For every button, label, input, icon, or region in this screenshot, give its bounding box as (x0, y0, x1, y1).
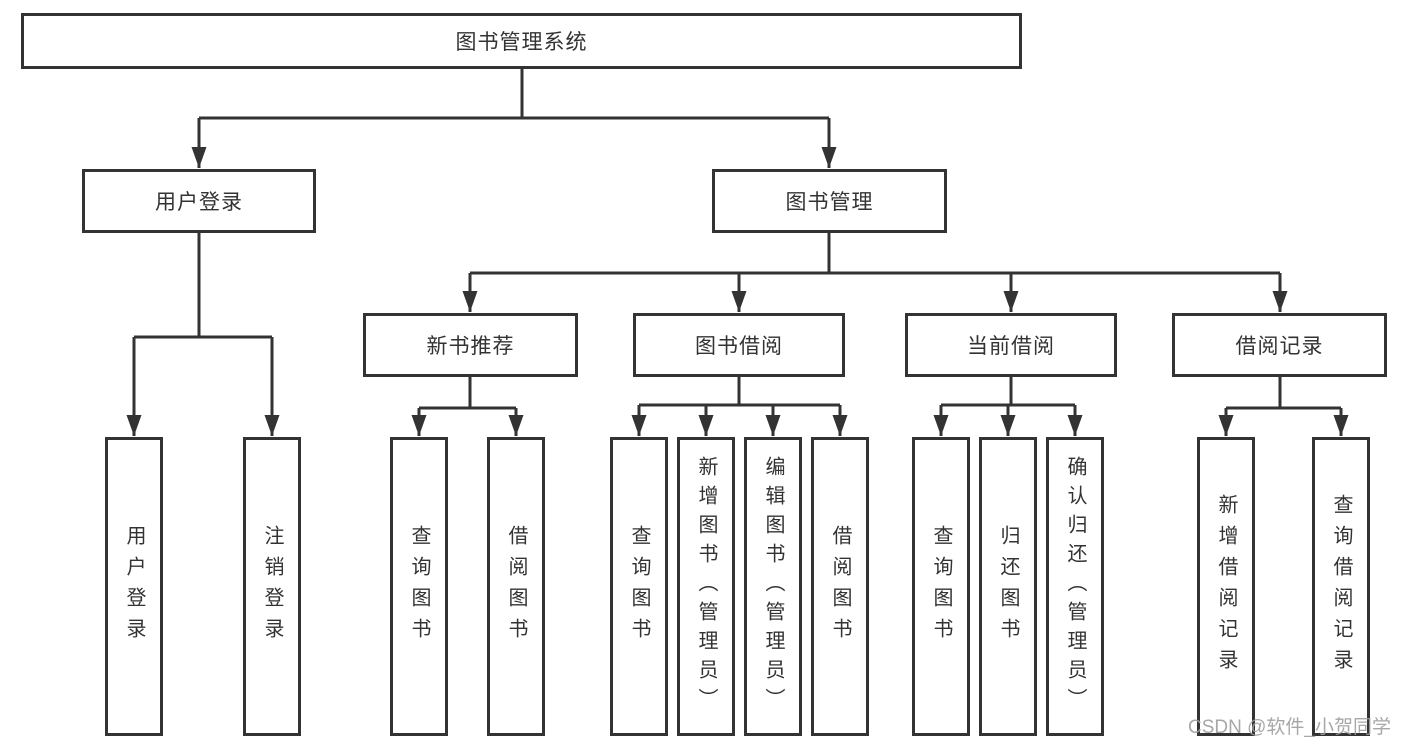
leaf-add-borrow-record: 新增借阅记录 (1197, 437, 1255, 736)
leaf-borrow-book-recommend-label: 借阅图书 (505, 524, 527, 649)
leaf-query-book-recommend: 查询图书 (390, 437, 448, 736)
connector-book-borrow-stem (639, 377, 840, 407)
leaf-query-borrow-record: 查询借阅记录 (1312, 437, 1370, 736)
node-current-borrow-label: 当前借阅 (967, 335, 1055, 358)
connector-root-stem (199, 69, 829, 120)
node-new-book-recommend-label: 新书推荐 (426, 335, 515, 358)
leaf-return-book: 归还图书 (979, 437, 1037, 736)
leaf-confirm-return-admin-label: 确认归还（管理员） (1064, 456, 1086, 717)
node-new-book-recommend: 新书推荐 (363, 313, 578, 377)
leaf-query-book-current: 查询图书 (912, 437, 970, 736)
leaf-logout: 注销登录 (243, 437, 301, 736)
node-system-root-label: 图书管理系统 (455, 31, 588, 54)
leaf-user-login-label: 用户登录 (123, 524, 145, 649)
leaf-logout-label: 注销登录 (261, 524, 283, 649)
leaf-borrow-book-recommend: 借阅图书 (487, 437, 545, 736)
leaf-add-book-admin: 新增图书（管理员） (677, 437, 735, 736)
connector-book-management-stem (470, 233, 1280, 275)
node-user-login-label: 用户登录 (155, 191, 243, 214)
csdn-watermark: CSDN @软件_小贺同学 (1188, 717, 1391, 738)
leaf-borrow-book-label: 借阅图书 (829, 524, 851, 649)
leaf-query-borrow-record-label: 查询借阅记录 (1330, 493, 1352, 680)
leaf-add-book-admin-label: 新增图书（管理员） (695, 456, 717, 717)
leaf-query-book-recommend-label: 查询图书 (408, 524, 430, 649)
leaf-user-login: 用户登录 (105, 437, 163, 736)
connector-user-login-stem (134, 233, 272, 339)
node-current-borrow: 当前借阅 (905, 313, 1117, 377)
node-user-login: 用户登录 (82, 169, 316, 233)
connector-current-borrow-stem (941, 377, 1075, 407)
node-book-management: 图书管理 (712, 169, 947, 233)
leaf-return-book-label: 归还图书 (997, 524, 1019, 649)
leaf-confirm-return-admin: 确认归还（管理员） (1046, 437, 1104, 736)
node-system-root: 图书管理系统 (21, 13, 1022, 69)
node-borrow-records-label: 借阅记录 (1235, 335, 1324, 358)
leaf-edit-book-admin-label: 编辑图书（管理员） (762, 456, 784, 717)
leaf-edit-book-admin: 编辑图书（管理员） (744, 437, 802, 736)
leaf-query-book-borrow: 查询图书 (610, 437, 668, 736)
node-book-management-label: 图书管理 (785, 191, 874, 214)
node-borrow-records: 借阅记录 (1172, 313, 1387, 377)
node-book-borrow: 图书借阅 (633, 313, 845, 377)
leaf-borrow-book: 借阅图书 (811, 437, 869, 736)
leaf-add-borrow-record-label: 新增借阅记录 (1215, 493, 1237, 680)
leaf-query-book-current-label: 查询图书 (930, 524, 952, 649)
leaf-query-book-borrow-label: 查询图书 (628, 524, 650, 649)
connector-recommend-stem (419, 377, 516, 410)
node-book-borrow-label: 图书借阅 (695, 335, 783, 358)
connector-borrow-records-stem (1226, 377, 1341, 410)
